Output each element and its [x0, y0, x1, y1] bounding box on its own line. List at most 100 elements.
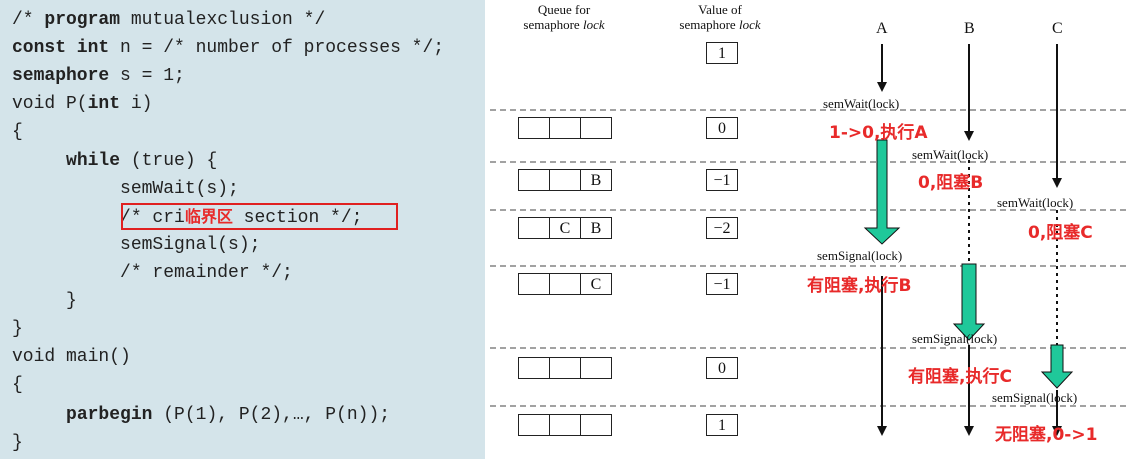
code-panel: /* program mutualexclusion */ const int n…: [0, 0, 485, 459]
queue-cell: [518, 117, 550, 139]
code-keyword: program: [44, 10, 121, 30]
queue-cell: [580, 414, 612, 436]
code-keyword: const int: [12, 38, 110, 58]
process-c-arrowhead: [1052, 178, 1062, 188]
annotation-execute-a: 1->0,执行A: [829, 123, 928, 143]
code-line: }: [12, 318, 23, 340]
semaphore-timing-diagram: Queue for semaphore lock Value of semaph…: [485, 0, 1132, 459]
code-keyword: semaphore: [12, 66, 110, 86]
queue-cell: [580, 117, 612, 139]
code-text: }: [12, 433, 23, 453]
value-header-line2: semaphore: [679, 17, 736, 32]
annotation-execute-b: 有阻塞,执行B: [807, 276, 912, 296]
queue-cell: [580, 357, 612, 379]
process-label-c: C: [1052, 20, 1063, 37]
code-keyword: parbegin: [66, 405, 153, 425]
process-c-arrowhead: [1052, 426, 1062, 436]
queue-cell: C: [580, 273, 612, 295]
code-keyword: int: [87, 94, 121, 114]
code-text: void P(: [12, 94, 88, 114]
queue-cell: B: [580, 169, 612, 191]
annotation-block-c: 0,阻塞C: [1028, 223, 1093, 243]
queue-row: B: [518, 169, 612, 191]
critical-section-arrow-c: [1040, 344, 1074, 389]
code-keyword: while: [66, 151, 121, 171]
process-a-arrowhead: [877, 82, 887, 92]
code-line: while (true) {: [12, 150, 217, 172]
code-text: (P(1), P(2),…, P(n));: [152, 405, 391, 425]
critical-section-arrow-b: [952, 263, 986, 341]
semaphore-value-box: −1: [706, 169, 738, 191]
semaphore-value-box: −1: [706, 273, 738, 295]
code-text: semWait(s);: [12, 179, 239, 199]
event-semwait-b: semWait(lock): [912, 147, 989, 162]
queue-cell: [518, 357, 550, 379]
value-header-line1: Value of: [698, 2, 742, 17]
queue-cell: [549, 169, 581, 191]
process-b-arrowhead: [964, 131, 974, 141]
code-line: }: [12, 290, 77, 312]
code-text: mutualexclusion */: [120, 10, 326, 30]
semaphore-value-box: 0: [706, 117, 738, 139]
diagram-lines: [490, 44, 1130, 436]
code-text: /*: [12, 10, 45, 30]
value-header: Value of semaphore lock: [655, 2, 785, 32]
semaphore-value-box: 0: [706, 357, 738, 379]
event-semwait-c: semWait(lock): [997, 195, 1074, 210]
queue-header-italic: lock: [582, 17, 605, 32]
queue-row: [518, 414, 612, 436]
annotation-unblock: 无阻塞,0->1: [995, 425, 1098, 445]
code-text: [12, 405, 66, 425]
code-text: {: [12, 122, 23, 142]
queue-header: Queue for semaphore lock: [499, 2, 629, 32]
code-text: i): [120, 94, 153, 114]
value-header-italic: lock: [738, 17, 761, 32]
code-line: /* cri临界区 section */;: [12, 206, 362, 229]
queue-cell: [549, 414, 581, 436]
event-semsignal-a: semSignal(lock): [817, 248, 903, 263]
process-label-a: A: [876, 20, 888, 37]
process-label-b: B: [964, 20, 975, 37]
code-text: [12, 151, 66, 171]
code-text: n = /* number of processes */;: [109, 38, 445, 58]
annotation-block-b: 0,阻塞B: [918, 173, 984, 193]
queue-cell: B: [580, 217, 612, 239]
code-text: /* remainder */;: [12, 263, 293, 283]
code-text: void main(): [12, 347, 131, 367]
code-text: section */;: [232, 208, 363, 228]
queue-header-line2: semaphore: [523, 17, 580, 32]
queue-row: C: [518, 273, 612, 295]
code-text: /* cri: [12, 208, 185, 228]
event-semsignal-c: semSignal(lock): [992, 390, 1078, 405]
queue-cell: [549, 273, 581, 295]
code-line: void main(): [12, 346, 131, 368]
code-line: parbegin (P(1), P(2),…, P(n));: [12, 404, 390, 426]
code-text: semSignal(s);: [12, 235, 261, 255]
event-semsignal-b: semSignal(lock): [912, 331, 998, 346]
annotation-execute-c: 有阻塞,执行C: [908, 367, 1012, 387]
queue-cell: [518, 217, 550, 239]
event-semwait-a: semWait(lock): [823, 96, 900, 111]
code-line: {: [12, 121, 23, 143]
queue-header-line1: Queue for: [537, 2, 591, 17]
critical-section-highlight: [121, 203, 398, 230]
code-line: /* remainder */;: [12, 262, 293, 284]
initial-value-box: 1: [706, 42, 738, 64]
code-text: {: [12, 375, 23, 395]
code-text: (true) {: [120, 151, 218, 171]
code-line: {: [12, 374, 23, 396]
queue-row: [518, 357, 612, 379]
code-line: semSignal(s);: [12, 234, 260, 256]
code-text: s = 1;: [109, 66, 185, 86]
semaphore-value-box: 1: [706, 414, 738, 436]
process-b-arrowhead: [964, 426, 974, 436]
code-text: }: [12, 319, 23, 339]
queue-cell: [549, 357, 581, 379]
semaphore-value-box: −2: [706, 217, 738, 239]
queue-cell: [549, 117, 581, 139]
code-line: const int n = /* number of processes */;: [12, 37, 444, 59]
code-line: void P(int i): [12, 93, 152, 115]
code-line: }: [12, 432, 23, 454]
code-line: /* program mutualexclusion */: [12, 9, 325, 31]
